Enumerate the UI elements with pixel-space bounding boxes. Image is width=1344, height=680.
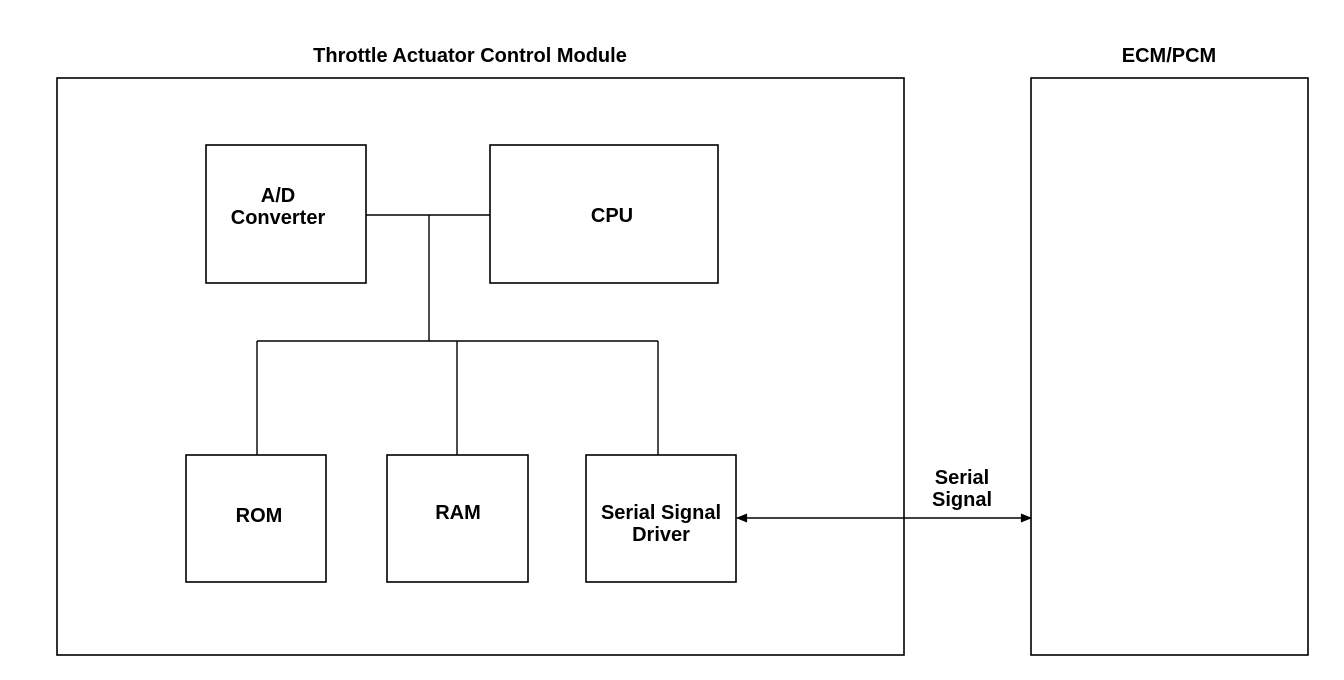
serial-driver-label-line1: Serial Signal: [601, 502, 721, 524]
ecm-title: ECM/PCM: [1122, 45, 1216, 67]
rom-block: [185, 454, 327, 583]
serial-driver-label-line2: Driver: [632, 524, 690, 546]
ad-converter-block: [205, 144, 367, 284]
ram-label: RAM: [435, 502, 481, 524]
ad-converter-label-line1: A/D: [261, 185, 295, 207]
ecm-module-box: [1030, 77, 1309, 656]
cpu-label: CPU: [591, 205, 633, 227]
serial-signal-label-line2: Signal: [932, 489, 992, 511]
tacm-title: Throttle Actuator Control Module: [313, 45, 627, 67]
rom-label: ROM: [236, 505, 283, 527]
tacm-module-box: [56, 77, 905, 656]
ad-converter-label-line2: Converter: [231, 207, 326, 229]
cpu-block: [489, 144, 719, 284]
serial-signal-label-line1: Serial: [935, 467, 989, 489]
